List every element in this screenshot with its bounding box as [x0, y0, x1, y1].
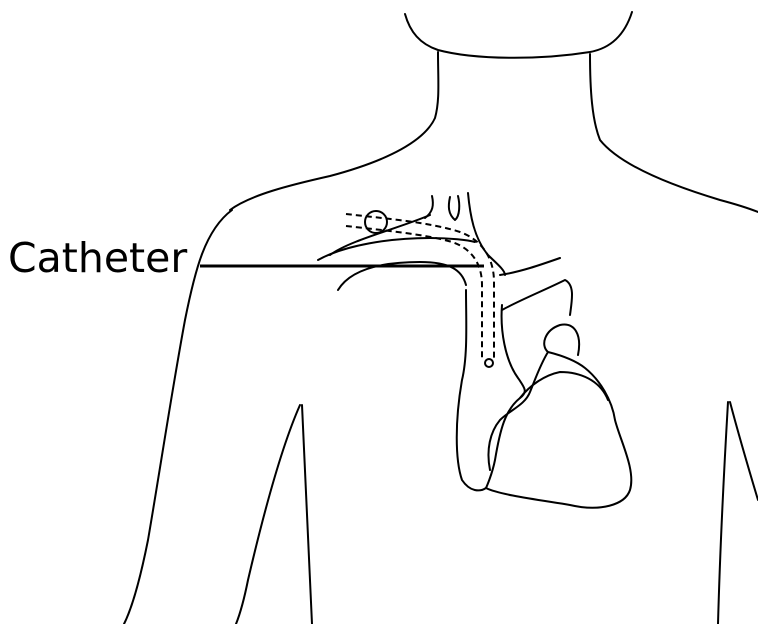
superior-vena-cava-right — [486, 305, 525, 488]
neck-right — [590, 54, 758, 212]
brachiocephalic-branch — [500, 258, 560, 275]
neck-left — [230, 52, 438, 210]
chin-outline — [405, 12, 632, 58]
right-torso-line — [718, 402, 728, 624]
jugular-vein-1 — [425, 196, 433, 218]
left-armpit-line — [236, 405, 300, 624]
catheter-label: Catheter — [8, 238, 187, 279]
artery-branch — [502, 280, 572, 315]
jugular-vein-3 — [468, 193, 505, 275]
catheter-path-inner — [346, 226, 482, 360]
superior-vena-cava-left — [457, 290, 486, 490]
jugular-vein-2 — [449, 196, 459, 220]
left-torso-line — [302, 405, 312, 624]
catheter-tip — [485, 359, 493, 367]
heart-outline — [486, 325, 631, 508]
right-armpit-line — [730, 402, 758, 500]
